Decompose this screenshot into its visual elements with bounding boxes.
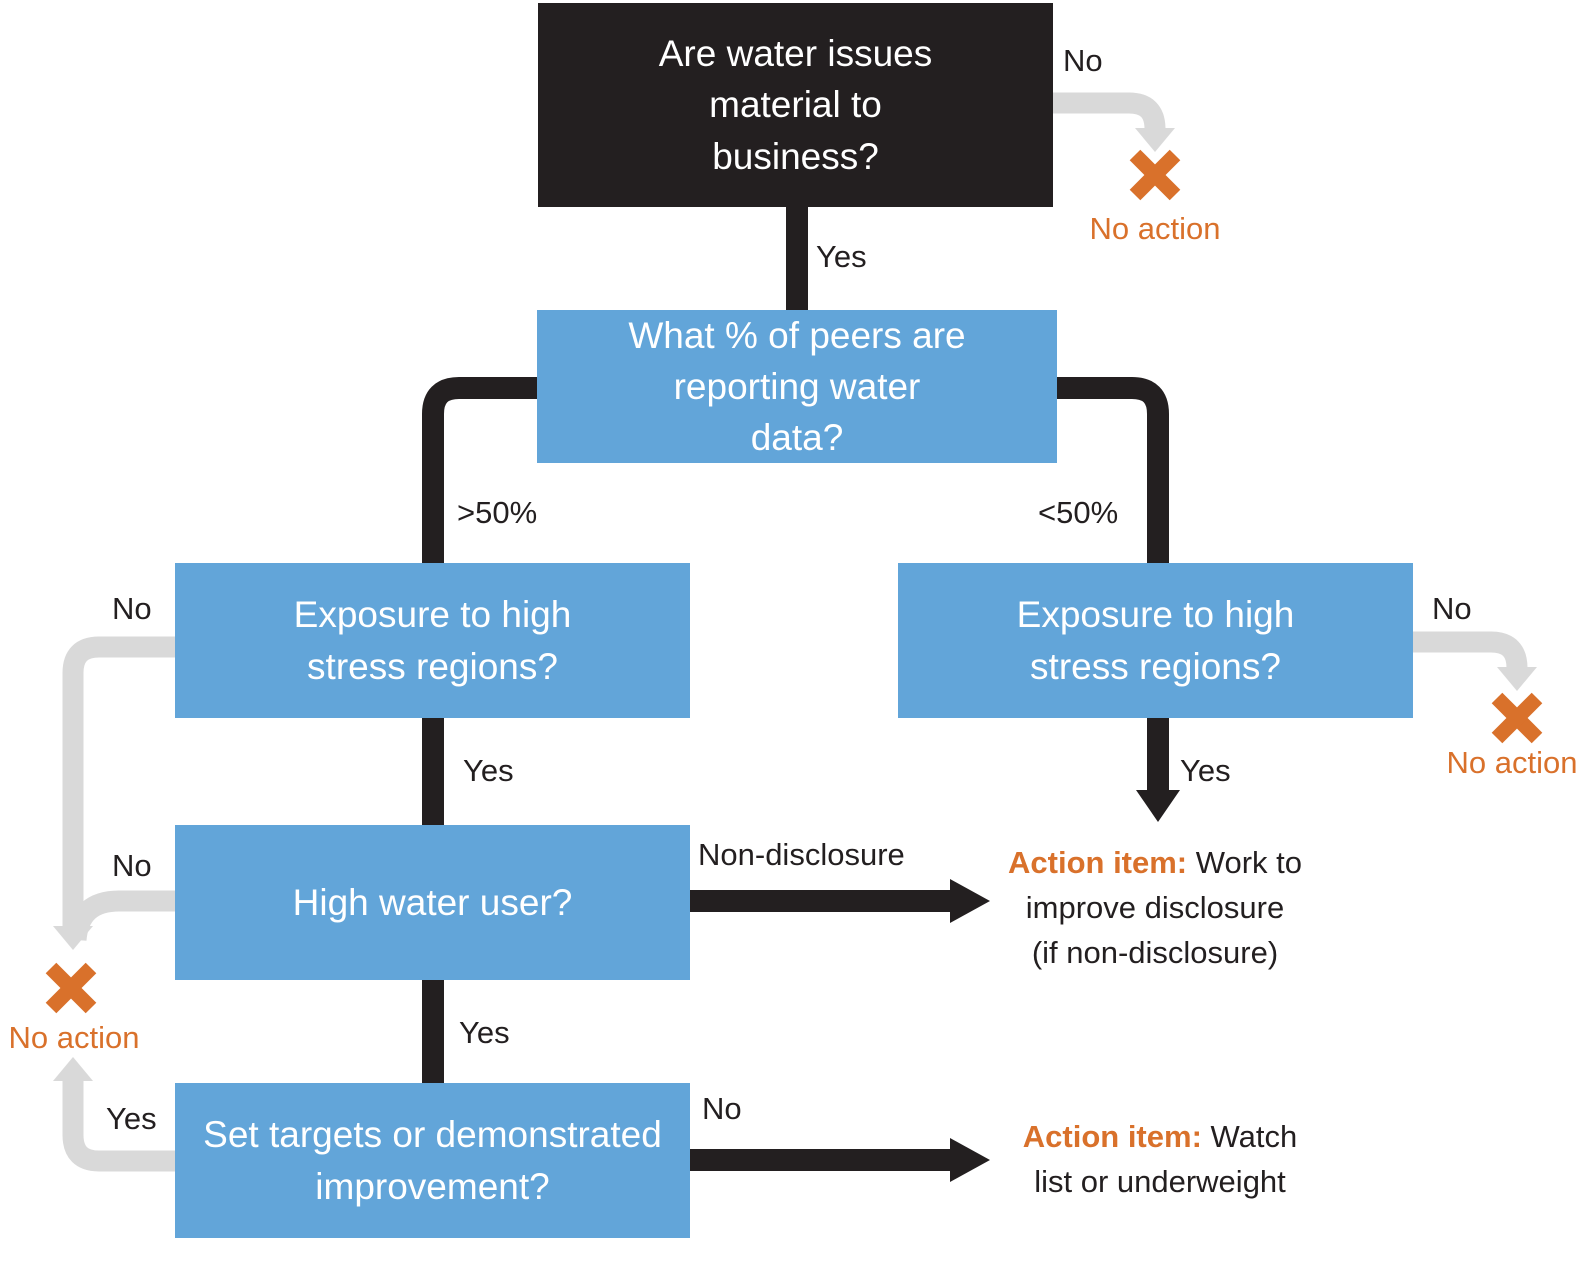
no-action-x-icon-right (1491, 692, 1543, 744)
node-high-water-user-text: High water user? (292, 881, 573, 923)
connector-highwater-no (65, 890, 180, 942)
connector-root-no (1050, 92, 1166, 132)
arrowhead-down-icon (1136, 790, 1180, 822)
node-high-water-user: High water user? (175, 825, 690, 980)
node-exposure-right: Exposure to high stress regions? (898, 563, 1413, 718)
arrowhead-right-icon (950, 1138, 990, 1182)
node-peer-reporting: What % of peers are reporting water data… (537, 310, 1057, 463)
action-item-watchlist: Action item: Watch list or underweight (1023, 1114, 1297, 1204)
arrowhead-down-gray-icon (1135, 128, 1175, 152)
edge-label-root-no: No (1063, 43, 1103, 78)
node-water-materiality: Are water issues material to business? (538, 3, 1053, 207)
edge-label-nondisclosure: Non-disclosure (698, 837, 905, 872)
edge-label-targets-yes: Yes (106, 1101, 157, 1136)
node-peer-reporting-text: What % of peers are reporting water data… (628, 314, 966, 459)
no-action-label-right: No action (1446, 745, 1578, 780)
node-exposure-right-text: Exposure to high stress regions? (1016, 594, 1295, 687)
edge-label-exposure-left-yes: Yes (463, 753, 514, 788)
edge-label-exposure-left-no: No (112, 591, 152, 626)
edge-label-highwater-yes: Yes (459, 1015, 510, 1050)
node-exposure-left: Exposure to high stress regions? (175, 563, 690, 718)
connector-exposure-right-no (1410, 631, 1528, 671)
no-action-label-left: No action (8, 1020, 140, 1055)
edge-label-root-yes: Yes (816, 239, 867, 274)
edge-label-highwater-no: No (112, 848, 152, 883)
no-action-x-icon-left (45, 962, 97, 1014)
edge-label-targets-no: No (702, 1091, 742, 1126)
edge-label-gt50: >50% (457, 495, 538, 530)
arrowhead-up-gray-icon (53, 1057, 93, 1081)
arrowhead-down-gray-icon (53, 926, 93, 950)
node-set-targets: Set targets or demonstrated improvement? (175, 1083, 690, 1238)
action-item-disclosure-line3: (if non-disclosure) (1031, 935, 1279, 970)
connector-peers-lt50 (1050, 377, 1169, 575)
edge-label-lt50: <50% (1038, 495, 1119, 530)
connector-targets-yes (62, 1079, 180, 1172)
connector-peers-gt50 (422, 377, 545, 575)
action-item-watchlist-line1: Action item: Watch (1022, 1119, 1298, 1154)
action-item-disclosure-line1: Action item: Work to (1008, 845, 1302, 880)
no-action-x-icon-top (1129, 149, 1181, 201)
edge-label-exposure-right-yes: Yes (1180, 753, 1231, 788)
action-item-watchlist-line2: list or underweight (1034, 1164, 1286, 1199)
action-item-disclosure-line2: improve disclosure (1025, 890, 1285, 925)
edge-label-exposure-right-no: No (1432, 591, 1472, 626)
arrowhead-down-gray-icon (1497, 667, 1537, 691)
no-action-label-top: No action (1089, 211, 1221, 246)
connector-exposure-left-no (62, 636, 180, 930)
action-item-disclosure: Action item: Work to improve disclosure … (1008, 840, 1302, 975)
node-water-materiality-text: Are water issues material to business? (658, 33, 933, 177)
node-set-targets-text: Set targets or demonstrated improvement? (203, 1114, 662, 1207)
node-exposure-left-text: Exposure to high stress regions? (293, 594, 572, 687)
arrowhead-right-icon (950, 879, 990, 923)
